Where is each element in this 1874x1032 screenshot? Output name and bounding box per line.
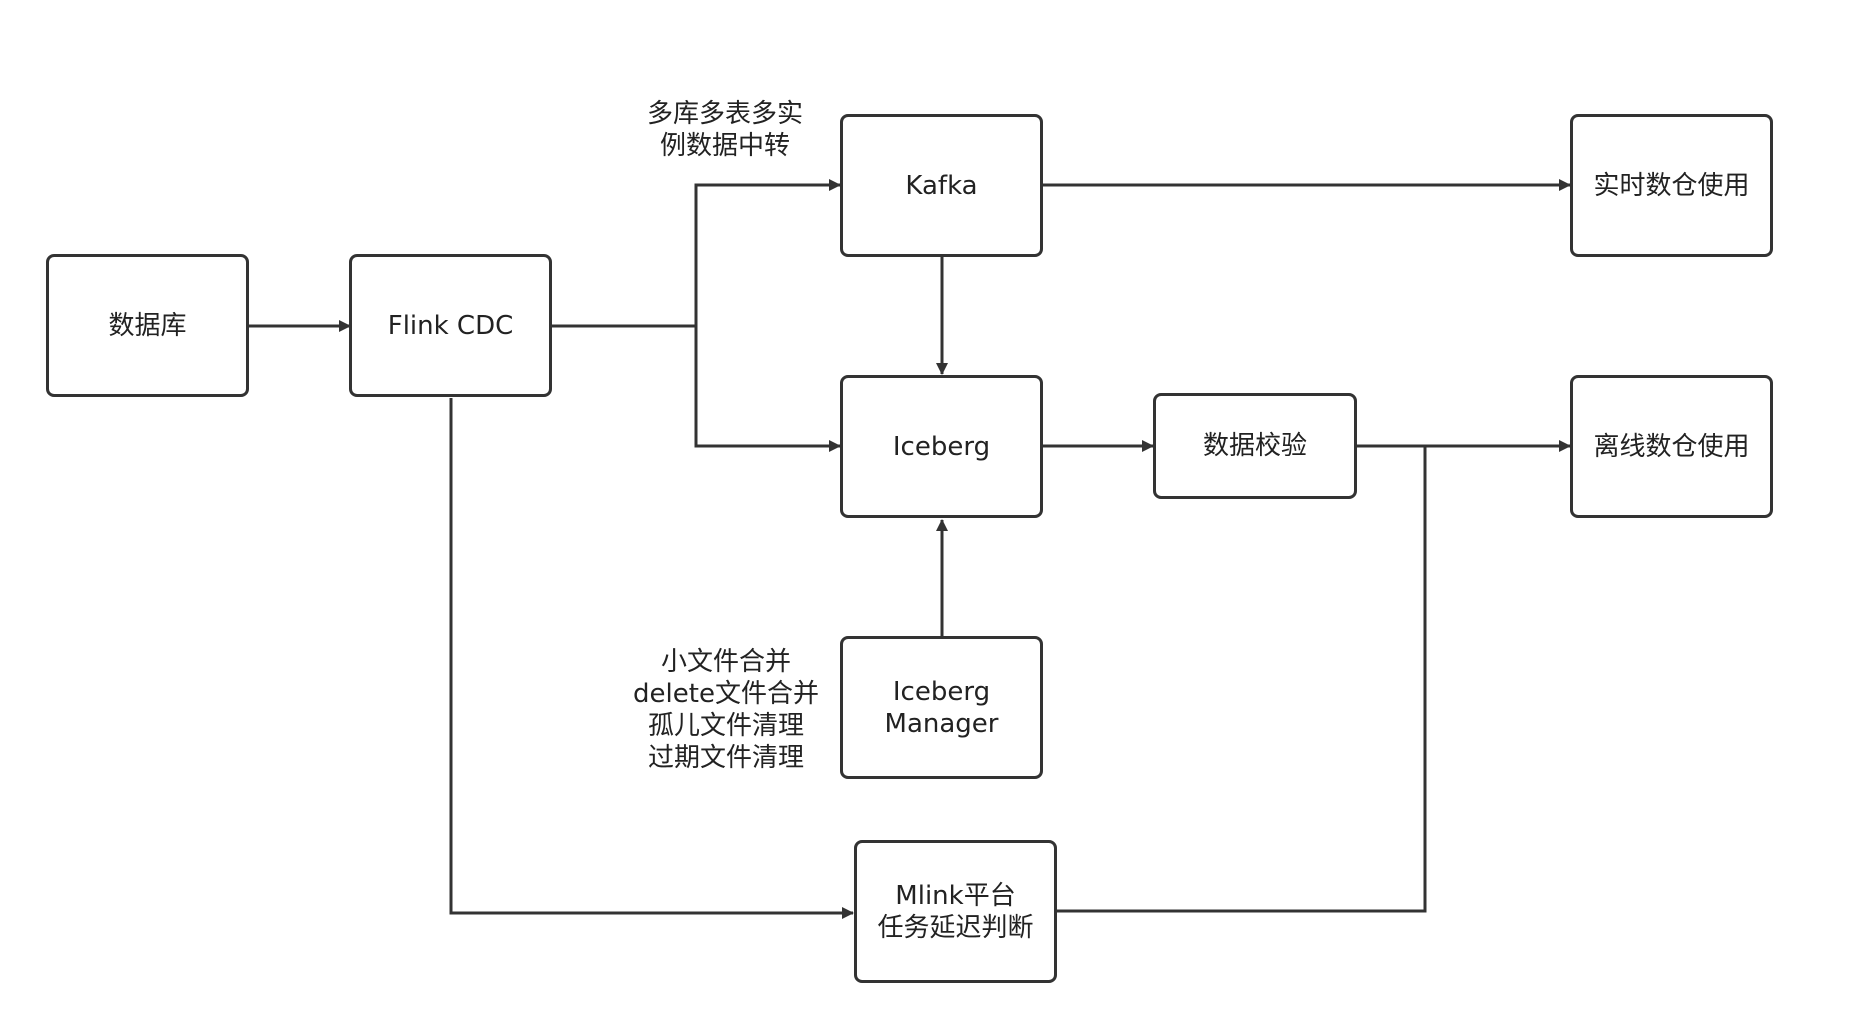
node-data-validation: 数据校验 bbox=[1153, 393, 1357, 499]
edge-flink-cdc-to-iceberg bbox=[694, 326, 841, 452]
node-iceberg-manager-label: Iceberg Manager bbox=[884, 676, 999, 739]
node-database: 数据库 bbox=[46, 254, 249, 397]
node-iceberg: Iceberg bbox=[840, 375, 1043, 518]
node-kafka-label: Kafka bbox=[905, 170, 978, 201]
edge-mlink-to-data-validation bbox=[1057, 446, 1427, 913]
node-flink-cdc-label: Flink CDC bbox=[387, 310, 514, 341]
node-flink-cdc: Flink CDC bbox=[349, 254, 552, 397]
node-realtime-dw-label: 实时数仓使用 bbox=[1593, 170, 1750, 201]
node-iceberg-manager: Iceberg Manager bbox=[840, 636, 1043, 779]
node-data-validation-label: 数据校验 bbox=[1202, 431, 1307, 461]
node-iceberg-label: Iceberg bbox=[892, 431, 991, 462]
node-database-label: 数据库 bbox=[108, 310, 187, 341]
node-mlink-label: Mlink平台 任务延迟判断 bbox=[877, 880, 1034, 943]
note-kafka: 多库多表多实 例数据中转 bbox=[646, 99, 803, 161]
node-offline-dw: 离线数仓使用 bbox=[1570, 375, 1773, 518]
node-mlink: Mlink平台 任务延迟判断 bbox=[854, 840, 1057, 983]
note-iceberg-manager: 小文件合并 delete文件合并 孤儿文件清理 过期文件清理 bbox=[633, 647, 819, 773]
edge-flink-cdc-to-mlink bbox=[449, 398, 854, 919]
node-offline-dw-label: 离线数仓使用 bbox=[1593, 431, 1750, 462]
node-kafka: Kafka bbox=[840, 114, 1043, 257]
edge-flink-cdc-to-kafka bbox=[552, 179, 841, 328]
node-realtime-dw: 实时数仓使用 bbox=[1570, 114, 1773, 257]
